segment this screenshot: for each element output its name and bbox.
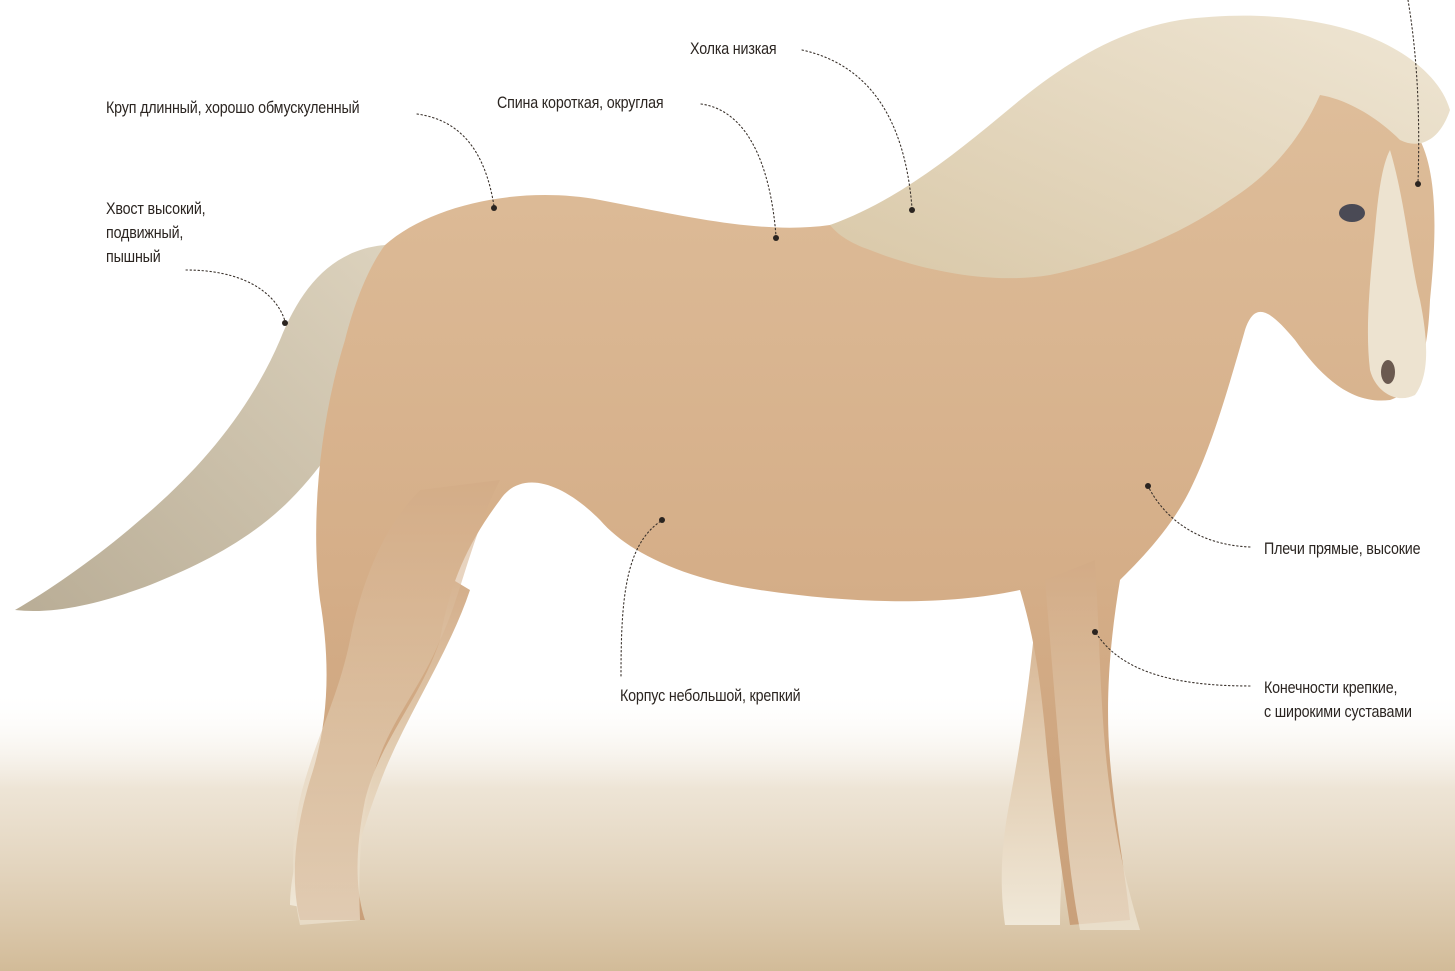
label-tail-line-2: подвижный, (106, 221, 205, 245)
marker-croup (491, 205, 497, 211)
leader-tail (186, 270, 285, 321)
label-tail-line-3: пышный (106, 245, 205, 269)
leader-croup (417, 114, 494, 206)
marker-shoulders (1145, 483, 1151, 489)
label-back: Спина короткая, округлая (497, 91, 663, 115)
label-tail: Хвост высокий, подвижный, пышный (106, 197, 205, 269)
marker-withers (909, 207, 915, 213)
marker-tail (282, 320, 288, 326)
label-croup: Круп длинный, хорошо обмускуленный (106, 96, 359, 120)
label-legs-line-1: Конечности крепкие, (1264, 676, 1412, 700)
marker-back (773, 235, 779, 241)
nostril (1381, 360, 1395, 384)
leader-withers (802, 50, 912, 208)
label-tail-line-1: Хвост высокий, (106, 197, 205, 221)
marker-legs (1092, 629, 1098, 635)
leader-legs (1096, 633, 1250, 686)
label-legs-line-2: с широкими суставами (1264, 700, 1412, 724)
label-body: Корпус небольшой, крепкий (620, 684, 800, 708)
eye (1339, 204, 1365, 222)
label-withers: Холка низкая (690, 37, 776, 61)
label-shoulders: Плечи прямые, высокие (1264, 537, 1420, 561)
sand-ground (0, 690, 1455, 971)
marker-head (1415, 181, 1421, 187)
label-legs: Конечности крепкие, с широкими суставами (1264, 676, 1412, 724)
marker-body (659, 517, 665, 523)
leader-back (701, 104, 776, 236)
